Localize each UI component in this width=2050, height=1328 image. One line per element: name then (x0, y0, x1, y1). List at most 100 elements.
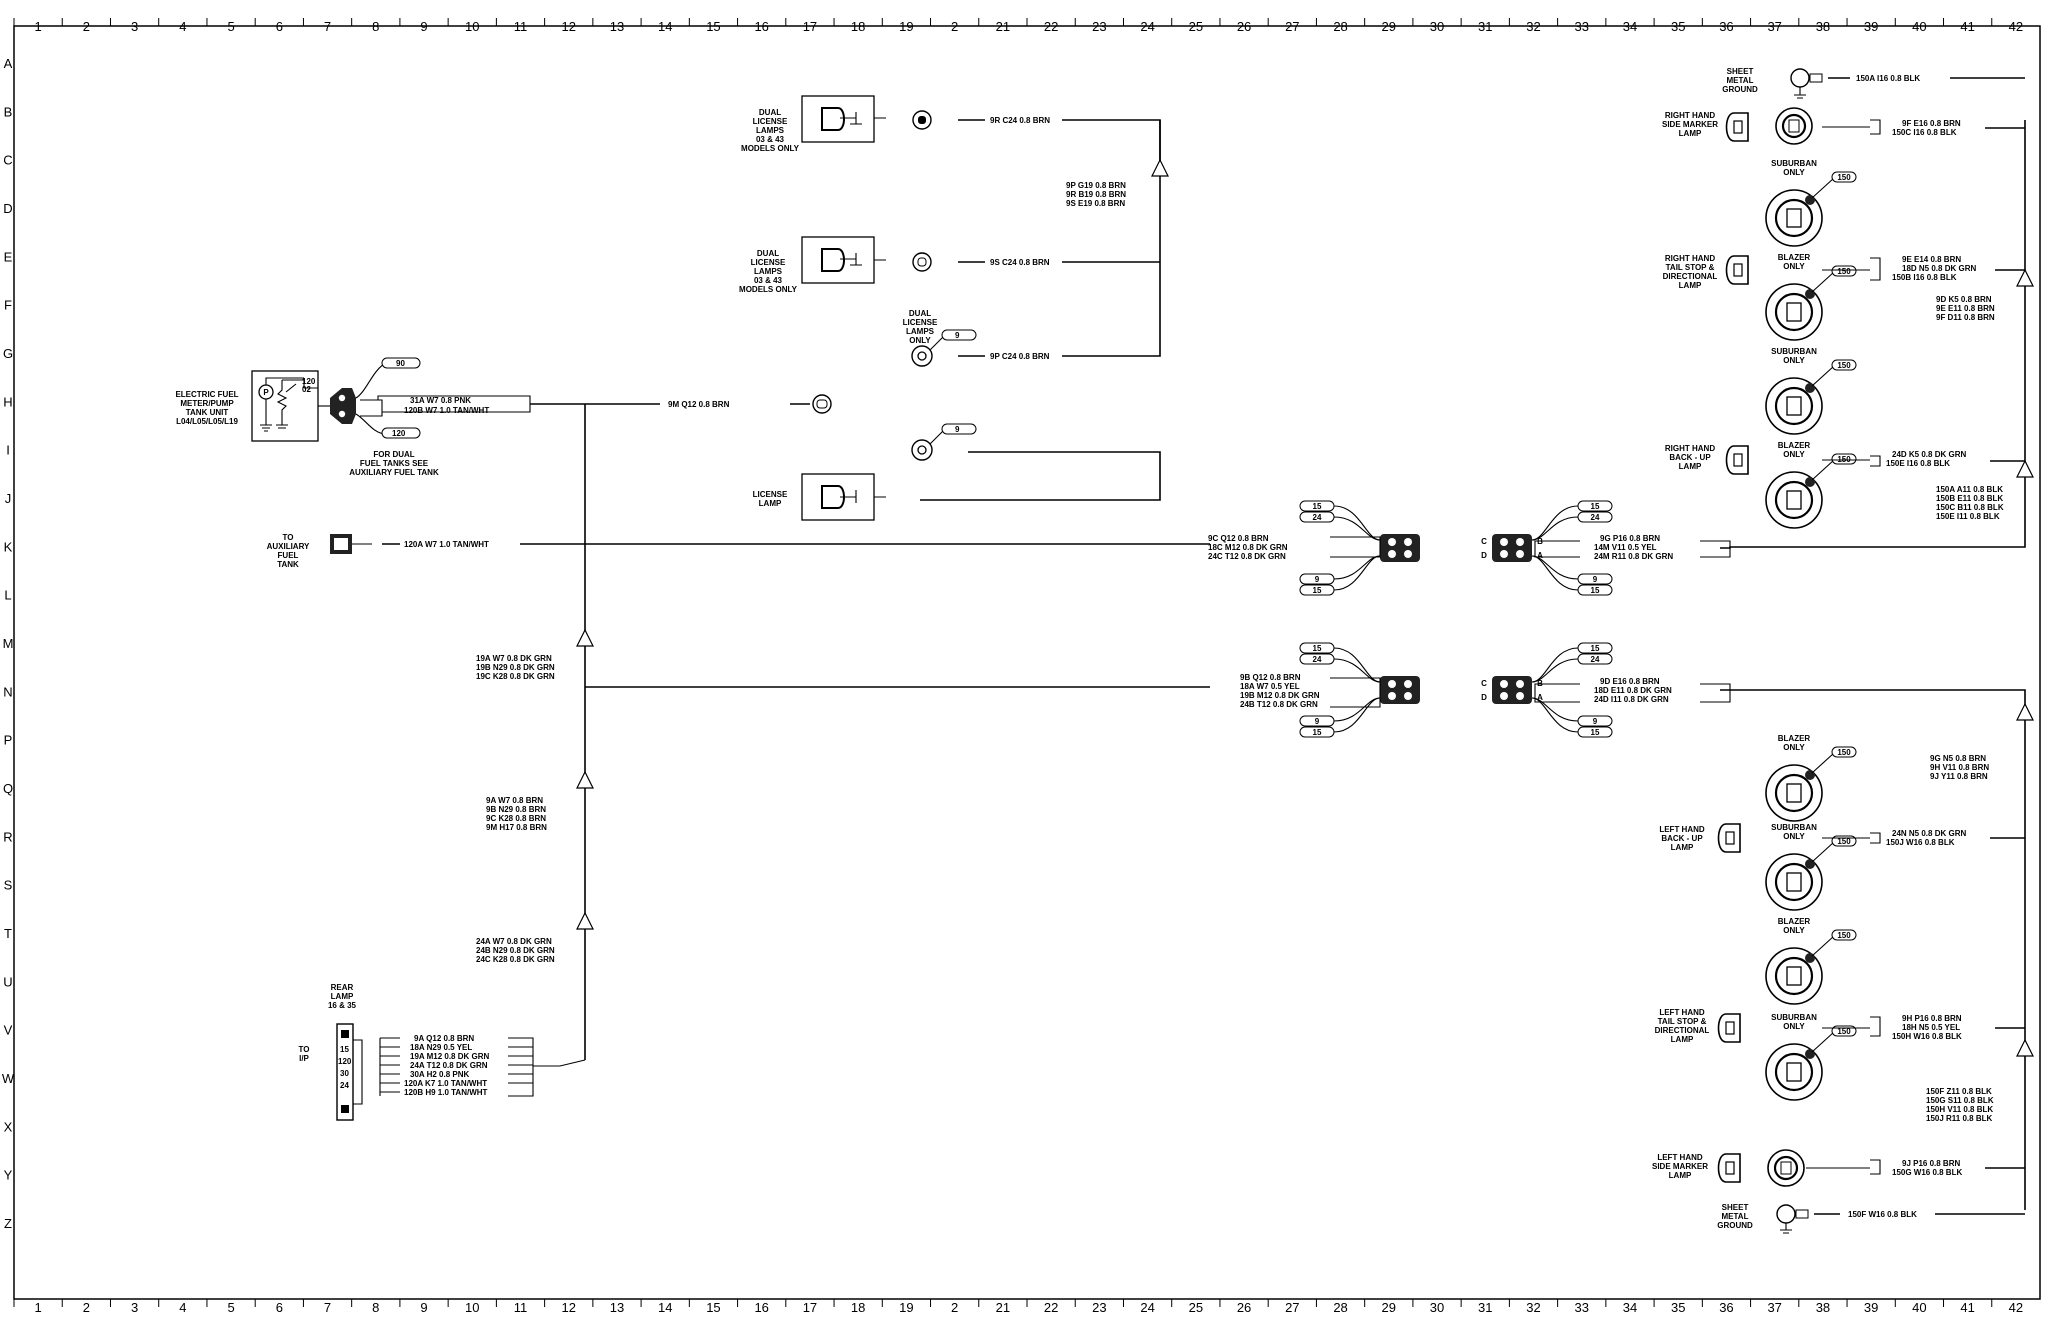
lamp-socket-inner (1774, 480, 1814, 520)
to-ip-line2: I/P (299, 1054, 309, 1063)
rh-backup-bracket (1870, 455, 1881, 467)
column-label-bottom: 7 (324, 1300, 331, 1315)
column-label-bottom: 8 (372, 1300, 379, 1315)
lic1-wire (958, 119, 1161, 170)
conn-lower-in-3: 19B M12 0.8 DK GRN (1240, 691, 1320, 700)
rh-backup-wire-2: 150E I16 0.8 BLK (1886, 459, 1950, 468)
lamp-tag-box (1831, 359, 1857, 371)
lamp-tag-label: 150 (1837, 1027, 1851, 1036)
column-label-top: 40 (1912, 19, 1926, 34)
lamp-variant-line1: SUBURBAN (1771, 823, 1817, 832)
row-label: E (4, 249, 13, 264)
fuel-pump-connector (318, 357, 421, 439)
column-label-bottom: 39 (1864, 1300, 1878, 1315)
conn-lower-in-4: 24B T12 0.8 DK GRN (1240, 700, 1318, 709)
column-label-top: 34 (1623, 19, 1637, 34)
lic-bus-2: 9R B19 0.8 BRN (1066, 190, 1126, 199)
dual-license-2-label: DUAL LICENSE LAMPS 03 & 43 MODELS ONLY (739, 249, 798, 294)
column-label-bottom: 35 (1671, 1300, 1685, 1315)
row-label: Z (4, 1216, 12, 1231)
column-label-bottom: 34 (1623, 1300, 1637, 1315)
lamp-variant-line2: ONLY (1783, 450, 1805, 459)
row-label: P (4, 733, 13, 748)
pin-letter: D (1481, 693, 1487, 702)
lamp-variant-line1: SUBURBAN (1771, 347, 1817, 356)
column-label-top: 4 (179, 19, 186, 34)
lh-group-p-1: 9G N5 0.8 BRN (1930, 754, 1986, 763)
aux-fuel-line4: TANK (277, 560, 299, 569)
column-label-top: 10 (465, 19, 479, 34)
upper-out-to-right-bus (1720, 120, 2026, 549)
rear-lamp-line3: 16 & 35 (328, 1001, 357, 1010)
fuel-connector-tag-bottom: 120 (392, 429, 406, 438)
bus-q-3: 9C K28 0.8 BRN (486, 814, 546, 823)
conn-upper-out-3: 24M R11 0.8 DK GRN (1594, 552, 1673, 561)
connector-bracket (1700, 540, 1731, 558)
row-label: B (4, 104, 13, 119)
column-label-top: 2 (951, 19, 958, 34)
lamp-variant-line2: ONLY (1783, 743, 1805, 752)
gnd-top-line3: GROUND (1722, 85, 1758, 94)
row-label: U (3, 974, 12, 989)
column-label-top: 9 (420, 19, 427, 34)
rh-group-f-2: 9E E11 0.8 BRN (1936, 304, 1995, 313)
column-label-bottom: 30 (1430, 1300, 1444, 1315)
inline-connector-lead (1531, 516, 1579, 541)
inline-connector-lead (1333, 697, 1381, 733)
row-label: T (4, 926, 12, 941)
rh-group-j-2: 150B E11 0.8 BLK (1936, 494, 2003, 503)
lh-group-x-2: 150G S11 0.8 BLK (1926, 1096, 1994, 1105)
lamp-tag-leader (1811, 365, 1835, 387)
lh-backup-wire-1: 24N N5 0.8 DK GRN (1892, 829, 1966, 838)
column-label-bottom: 16 (754, 1300, 768, 1315)
conn-upper-in-1: 9C Q12 0.8 BRN (1208, 534, 1269, 543)
rh-marker-line3: LAMP (1679, 129, 1702, 138)
lamp-tag-leader (1811, 459, 1835, 481)
row-label: W (2, 1071, 15, 1086)
column-label-top: 15 (706, 19, 720, 34)
rh-tail-line2: TAIL STOP & (1666, 263, 1715, 272)
lamp-variant-line2: ONLY (1783, 926, 1805, 935)
lh-tail-wire-1: 9H P16 0.8 BRN (1902, 1014, 1962, 1023)
bus-m-labels: 19A W7 0.8 DK GRN 19B N29 0.8 DK GRN 19C… (476, 654, 555, 681)
aux-fuel-line1: TO (283, 533, 294, 542)
column-label-bottom: 14 (658, 1300, 672, 1315)
inline-connector-tag-label: 24 (1313, 513, 1322, 522)
row-label: A (4, 56, 13, 71)
column-label-top: 1 (35, 19, 42, 34)
lamp-plug (1725, 112, 1749, 142)
column-label-top: 33 (1575, 19, 1589, 34)
conn-upper-in-labels: 9C Q12 0.8 BRN 18C M12 0.8 DK GRN 24C T1… (1208, 534, 1288, 561)
fuel-pump-label-line4: L04/L05/L05/L19 (176, 417, 238, 426)
inline-connector-tag-label: 15 (1591, 586, 1600, 595)
fuel-tank-note: FOR DUAL FUEL TANKS SEE AUXILIARY FUEL T… (349, 450, 439, 477)
dl1-line3: LAMPS (756, 126, 785, 135)
inline-connector-pin (1500, 550, 1508, 558)
lamp-variant-line1: BLAZER (1778, 441, 1811, 450)
inline-connector-pin (1500, 692, 1508, 700)
lamp-variant-line1: BLAZER (1778, 917, 1811, 926)
column-label-bottom: 19 (899, 1300, 913, 1315)
dual-license-3-label: DUAL LICENSE LAMPS ONLY (903, 309, 938, 345)
gnd-bottom-line1: SHEET (1722, 1203, 1749, 1212)
column-label-bottom: 15 (706, 1300, 720, 1315)
rh-group-j-4: 150E I11 0.8 BLK (1936, 512, 2000, 521)
inline-connector-pin (1388, 538, 1396, 546)
inline-connector-pin (1388, 692, 1396, 700)
ground-terminal-h (812, 394, 832, 414)
dual-license-2-symbol (801, 236, 886, 284)
column-label-top: 23 (1092, 19, 1106, 34)
marker-socket-pins (1788, 119, 1800, 133)
column-label-top: 39 (1864, 19, 1878, 34)
splice-triangle-lh-p (2016, 702, 2034, 721)
column-label-top: 32 (1526, 19, 1540, 34)
lamp-socket-inner (1774, 956, 1814, 996)
lamp-variant-line2: ONLY (1783, 1022, 1805, 1031)
rear-wire-4: 24A T12 0.8 DK GRN (410, 1061, 488, 1070)
lh-backup-bracket (1870, 832, 1881, 844)
marker-socket (1767, 1149, 1805, 1187)
